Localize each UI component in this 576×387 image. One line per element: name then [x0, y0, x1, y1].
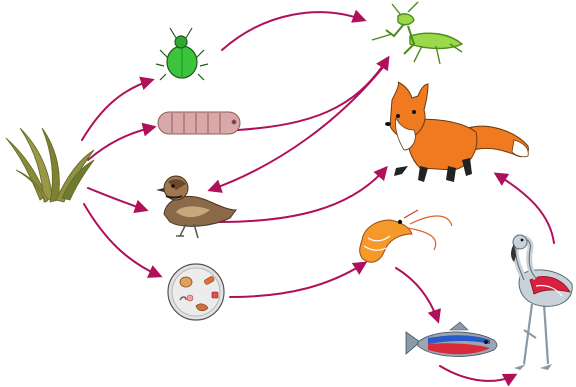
- arrow-grub-to-mantis: [238, 58, 388, 130]
- flamingo-icon: [511, 235, 572, 370]
- arrow-aphid-to-mantis: [222, 12, 364, 50]
- grub-icon: [158, 112, 240, 134]
- fox-icon: [385, 82, 528, 182]
- arrow-shrimp-to-fish: [396, 268, 438, 321]
- shrimp-icon: [360, 210, 452, 262]
- feeding-arrows: [82, 12, 554, 381]
- grass-icon: [6, 128, 94, 202]
- microorganism-dish-icon: [168, 264, 224, 320]
- arrow-grass-to-grub: [88, 127, 154, 160]
- arrow-microorganisms-to-shrimp: [230, 263, 365, 297]
- mantis-icon: [372, 2, 462, 64]
- fish-icon: [406, 322, 497, 356]
- arrow-fish-to-flamingo: [440, 366, 515, 381]
- arrow-grass-to-microorganisms: [84, 204, 160, 276]
- aphid-icon: [156, 28, 208, 80]
- arrow-flamingo-to-fox: [496, 174, 554, 243]
- arrow-grass-to-sparrow: [88, 188, 146, 210]
